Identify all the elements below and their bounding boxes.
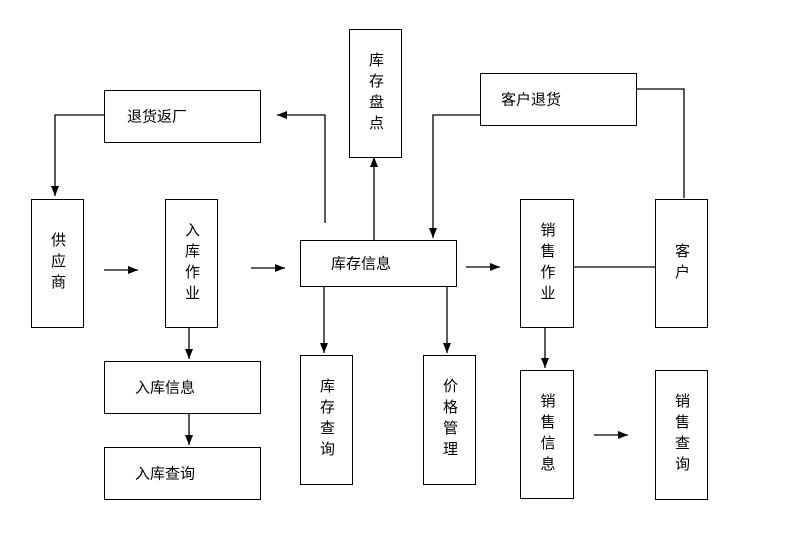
node-inventory-check-label: 库存盘点 (367, 51, 385, 136)
node-inventory-query-label: 库存查询 (318, 378, 336, 462)
arrow-inventory-to-return (277, 111, 326, 223)
node-price-mgmt-label: 价格管理 (441, 378, 459, 462)
line-customer-to-customer-return (637, 88, 685, 198)
node-sales-info-label: 销售信息 (538, 392, 557, 477)
node-inventory-info: 库存信息 (300, 240, 457, 287)
node-stock-in-op-label: 入库作业 (183, 221, 201, 306)
node-return-to-factory-label: 退货返厂 (127, 107, 188, 125)
node-sales-op-label: 销售作业 (538, 221, 557, 306)
node-sales-op: 销售作业 (520, 199, 574, 328)
node-sales-query: 销售查询 (655, 370, 708, 500)
arrow-return-to-supplier (51, 114, 104, 196)
node-stock-in-query: 入库查询 (104, 447, 261, 500)
arrow-customer-return-to-inventory (429, 114, 480, 238)
node-customer-return: 客户退货 (480, 73, 637, 126)
node-supplier-label: 供应商 (49, 232, 67, 295)
node-customer-label: 客户 (673, 242, 691, 285)
node-price-mgmt: 价格管理 (423, 355, 476, 485)
node-stock-in-info-label: 入库信息 (135, 378, 196, 396)
node-inventory-info-label: 库存信息 (331, 254, 392, 272)
node-sales-info: 销售信息 (520, 370, 574, 499)
node-return-to-factory: 退货返厂 (104, 90, 261, 143)
node-sales-query-label: 销售查询 (673, 393, 691, 477)
node-stock-in-op: 入库作业 (165, 199, 218, 328)
node-customer-return-label: 客户退货 (501, 90, 562, 108)
node-stock-in-query-label: 入库查询 (135, 464, 196, 482)
node-inventory-query: 库存查询 (300, 355, 353, 485)
node-supplier: 供应商 (31, 199, 84, 328)
node-inventory-check: 库存盘点 (349, 29, 402, 158)
node-customer: 客户 (655, 199, 708, 328)
node-stock-in-info: 入库信息 (104, 361, 261, 414)
